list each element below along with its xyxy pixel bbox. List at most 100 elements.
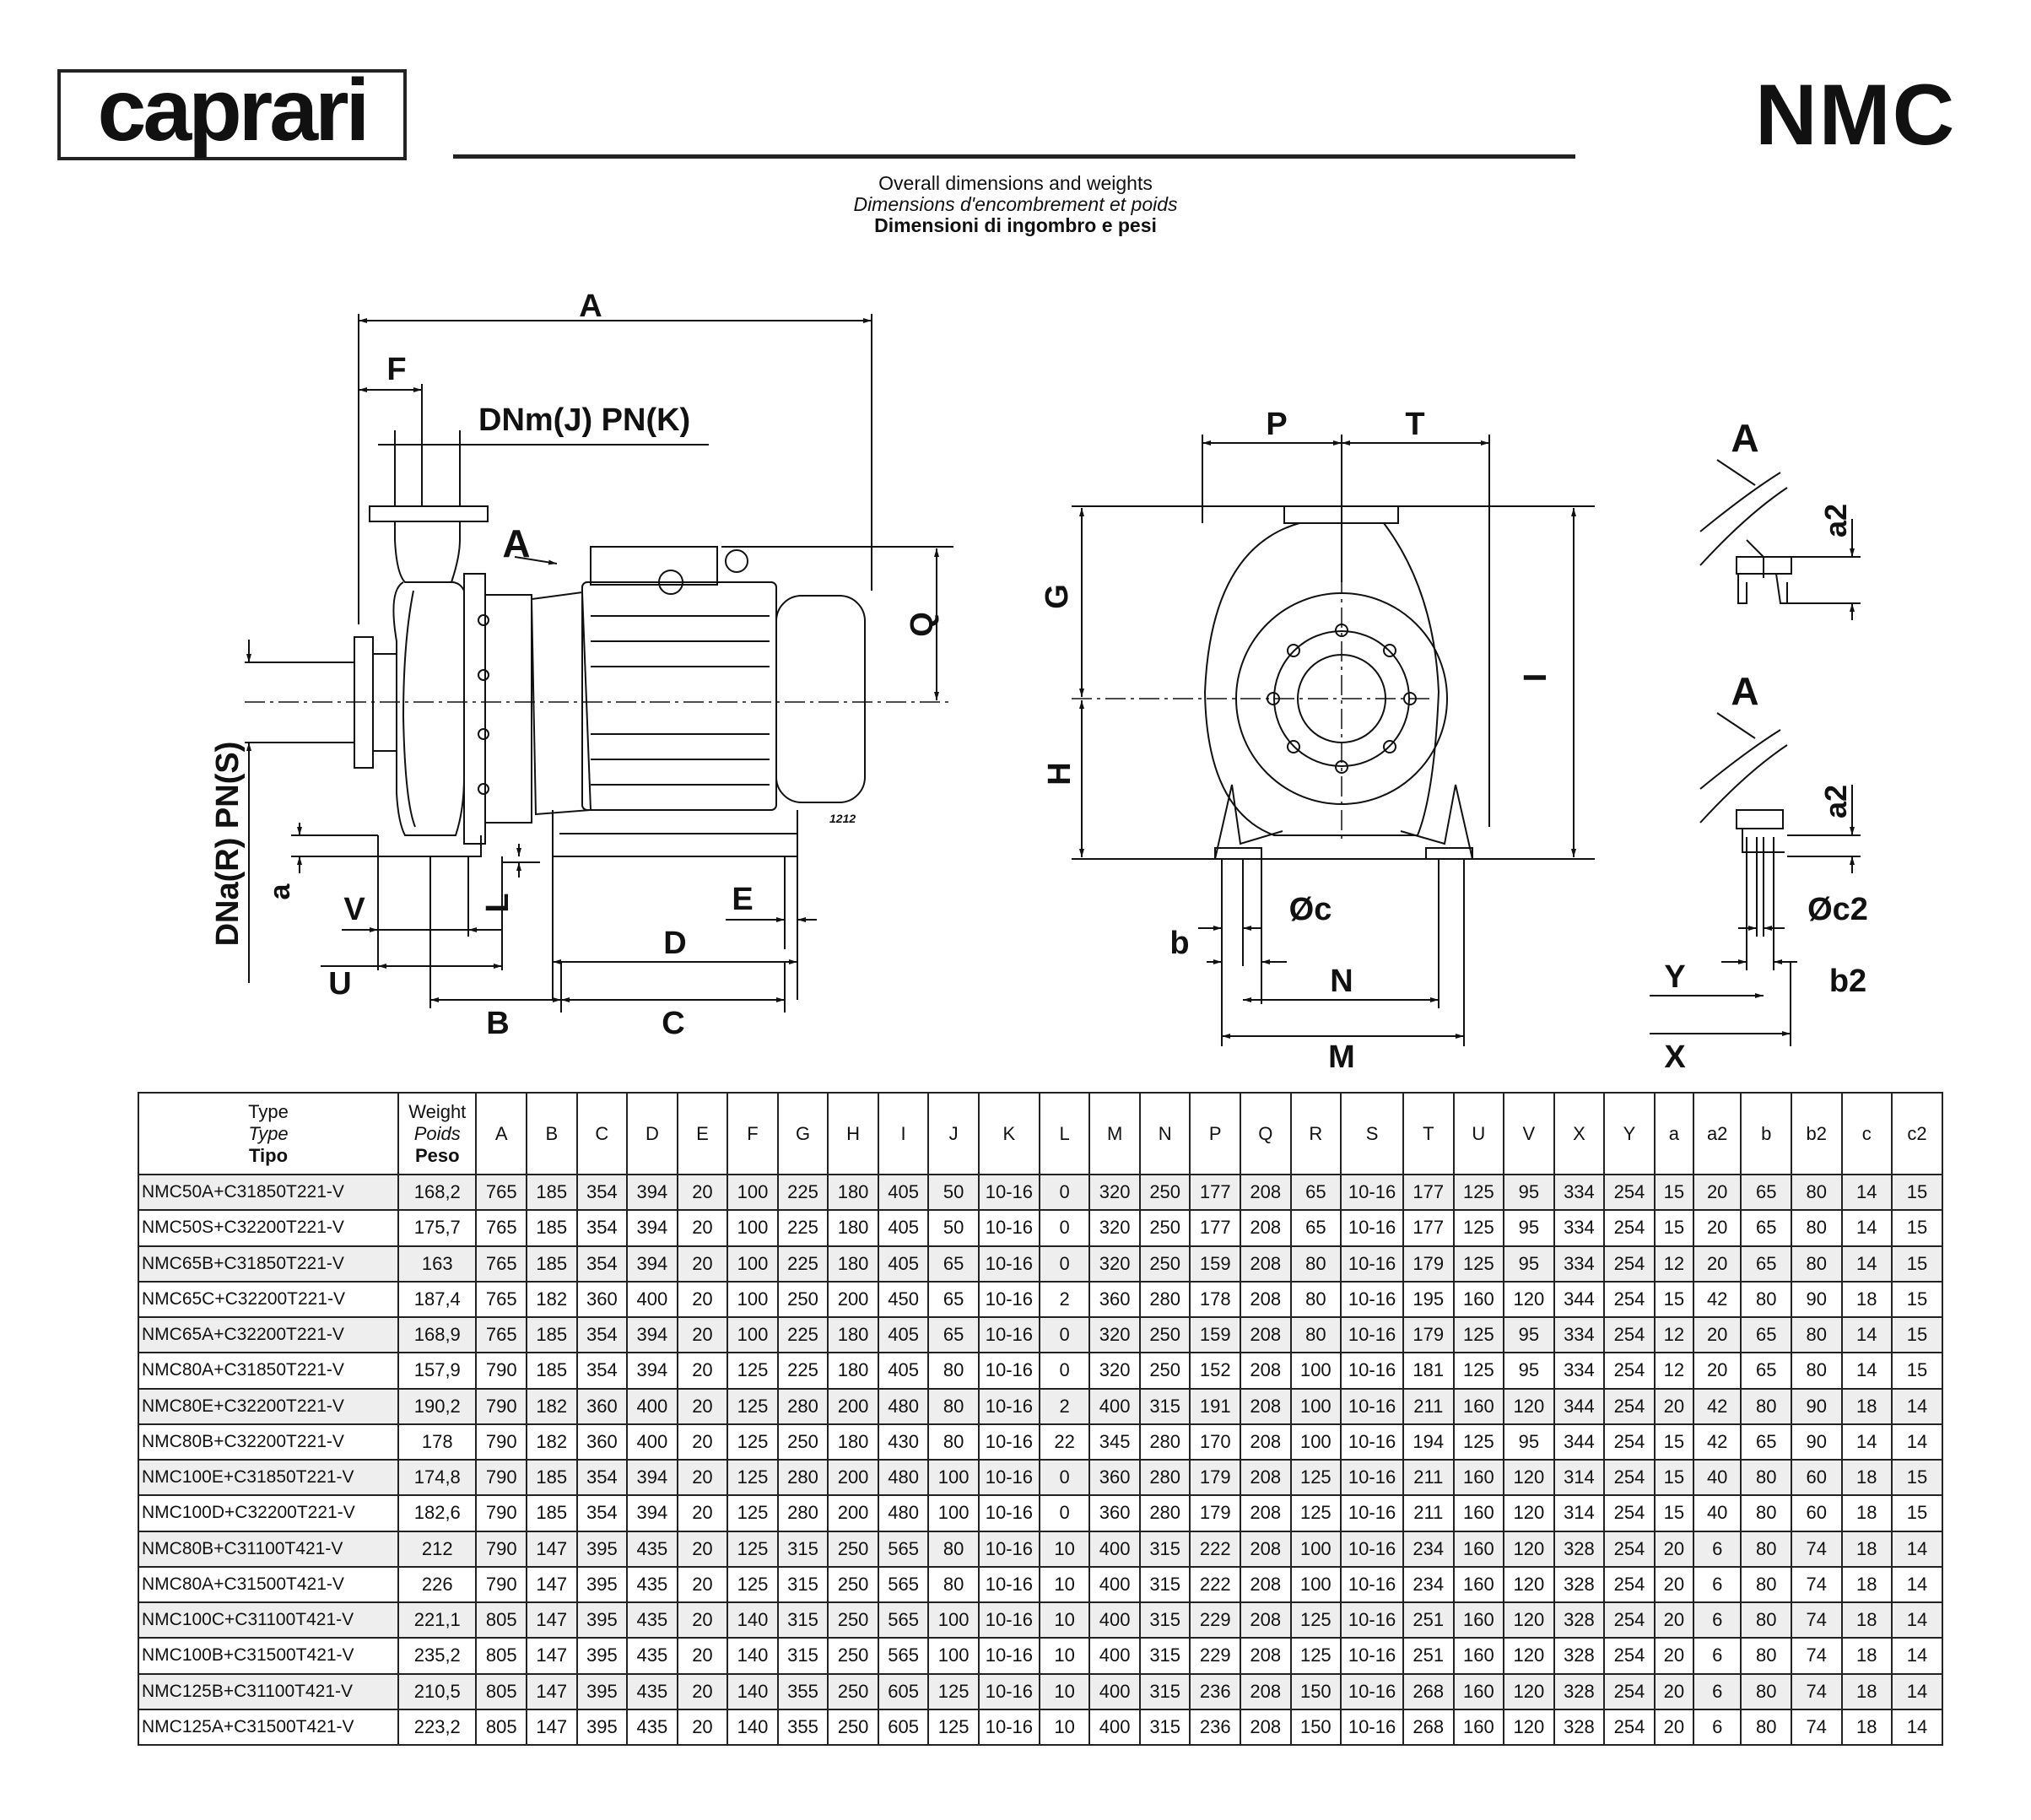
weight-cell: 157,9 xyxy=(397,1352,478,1390)
dimension-cell: 6 xyxy=(1692,1672,1742,1710)
column-header-J: J xyxy=(927,1092,980,1175)
dimension-cell: 80 xyxy=(927,1387,980,1425)
weight-header-fr: Poids xyxy=(413,1122,461,1144)
dimension-cell: 14 xyxy=(1840,1315,1893,1354)
dimension-cell: 14 xyxy=(1891,1565,1943,1604)
dimension-cell: 10-16 xyxy=(1340,1601,1405,1639)
dimension-cell: 254 xyxy=(1603,1209,1656,1247)
dimension-cell: 400 xyxy=(1088,1387,1141,1425)
dimension-cell: 225 xyxy=(776,1315,829,1354)
dimension-cell: 254 xyxy=(1603,1637,1656,1675)
dimension-cell: 80 xyxy=(1740,1565,1792,1604)
dimension-cell: 354 xyxy=(575,1209,629,1247)
dimension-cell: 80 xyxy=(927,1423,980,1461)
dimension-cell: 80 xyxy=(927,1565,980,1604)
dimension-cell: 254 xyxy=(1603,1530,1656,1568)
dimension-cell: 185 xyxy=(526,1494,578,1532)
dimension-cell: 195 xyxy=(1402,1280,1455,1319)
dimension-cell: 344 xyxy=(1553,1387,1606,1425)
dimension-cell: 20 xyxy=(676,1530,729,1568)
dimension-cell: 268 xyxy=(1402,1672,1455,1710)
dimension-cell: 90 xyxy=(1790,1280,1843,1319)
dimension-cell: 10-16 xyxy=(977,1280,1040,1319)
dimension-cell: 20 xyxy=(1653,1708,1694,1747)
dimension-cell: 328 xyxy=(1553,1708,1606,1747)
dimension-cell: 254 xyxy=(1603,1708,1656,1747)
label-C: C xyxy=(662,1006,684,1041)
dimension-cell: 125 xyxy=(1289,1494,1342,1532)
dimension-cell: 14 xyxy=(1840,1352,1893,1390)
label-F: F xyxy=(386,352,406,387)
dimension-cell: 95 xyxy=(1503,1173,1555,1212)
dimension-cell: 20 xyxy=(1653,1672,1694,1710)
dimension-cell: 15 xyxy=(1653,1173,1694,1212)
dimension-cell: 395 xyxy=(575,1565,629,1604)
dimension-cell: 250 xyxy=(1138,1209,1191,1247)
dimension-cell: 90 xyxy=(1790,1387,1843,1425)
dimension-cell: 605 xyxy=(877,1672,930,1710)
dimension-cell: 50 xyxy=(927,1209,980,1247)
dimension-cell: 125 xyxy=(1452,1209,1505,1247)
dimension-cell: 394 xyxy=(626,1209,678,1247)
dimension-cell: 125 xyxy=(927,1672,980,1710)
dimension-cell: 250 xyxy=(776,1280,829,1319)
pump-type-cell: NMC80B+C31100T421-V xyxy=(137,1530,400,1568)
dimension-cell: 20 xyxy=(1692,1352,1742,1390)
weight-header-en: Weight xyxy=(408,1100,467,1122)
dimension-cell: 200 xyxy=(827,1494,879,1532)
dimension-cell: 120 xyxy=(1503,1458,1555,1497)
pump-type-cell: NMC65C+C32200T221-V xyxy=(137,1280,400,1319)
dimension-cell: 805 xyxy=(475,1637,528,1675)
dimension-cell: 80 xyxy=(1289,1245,1342,1283)
dimension-cell: 181 xyxy=(1402,1352,1455,1390)
dimension-cell: 180 xyxy=(827,1245,879,1283)
dimension-cell: 140 xyxy=(727,1601,779,1639)
dimension-cell: 315 xyxy=(776,1637,829,1675)
dimension-cell: 80 xyxy=(1790,1209,1843,1247)
dimension-cell: 15 xyxy=(1891,1352,1943,1390)
dimension-cell: 80 xyxy=(1289,1280,1342,1319)
dimension-cell: 315 xyxy=(1138,1601,1191,1639)
dimension-cell: 125 xyxy=(1452,1245,1505,1283)
dimension-cell: 18 xyxy=(1840,1458,1893,1497)
dimension-cell: 160 xyxy=(1452,1708,1505,1747)
label-Q: Q xyxy=(905,612,940,637)
dimension-cell: 790 xyxy=(475,1387,528,1425)
pump-type-cell: NMC100B+C31500T421-V xyxy=(137,1637,400,1675)
dimension-cell: 20 xyxy=(676,1672,729,1710)
dimension-cell: 360 xyxy=(575,1280,629,1319)
dimension-cell: 20 xyxy=(676,1315,729,1354)
subtitle-fr: Dimensions d'encombrement et poids xyxy=(853,193,1178,215)
dimension-cell: 250 xyxy=(1138,1245,1191,1283)
dimension-cell: 15 xyxy=(1653,1494,1694,1532)
weight-cell: 175,7 xyxy=(397,1209,478,1247)
dimension-cell: 222 xyxy=(1189,1530,1241,1568)
dimension-cell: 159 xyxy=(1189,1245,1241,1283)
dimension-cell: 20 xyxy=(676,1173,729,1212)
dimension-cell: 395 xyxy=(575,1637,629,1675)
dimension-cell: 65 xyxy=(1740,1352,1792,1390)
dimension-cell: 394 xyxy=(626,1245,678,1283)
dimension-cell: 10-16 xyxy=(1340,1173,1405,1212)
dimension-cell: 20 xyxy=(676,1209,729,1247)
dimension-cell: 405 xyxy=(877,1173,930,1212)
dimension-cell: 160 xyxy=(1452,1280,1505,1319)
dimension-cell: 315 xyxy=(1138,1565,1191,1604)
dimension-cell: 140 xyxy=(727,1708,779,1747)
dimension-cell: 14 xyxy=(1891,1672,1943,1710)
dimension-cell: 394 xyxy=(626,1458,678,1497)
dimension-cell: 208 xyxy=(1240,1708,1292,1747)
dimension-cell: 208 xyxy=(1240,1458,1292,1497)
label-b: b xyxy=(1169,926,1189,961)
dimension-cell: 185 xyxy=(526,1173,578,1212)
dimension-cell: 14 xyxy=(1891,1708,1943,1747)
dimension-cell: 400 xyxy=(1088,1565,1141,1604)
pump-type-cell: NMC65B+C31850T221-V xyxy=(137,1245,400,1283)
dimension-cell: 120 xyxy=(1503,1601,1555,1639)
